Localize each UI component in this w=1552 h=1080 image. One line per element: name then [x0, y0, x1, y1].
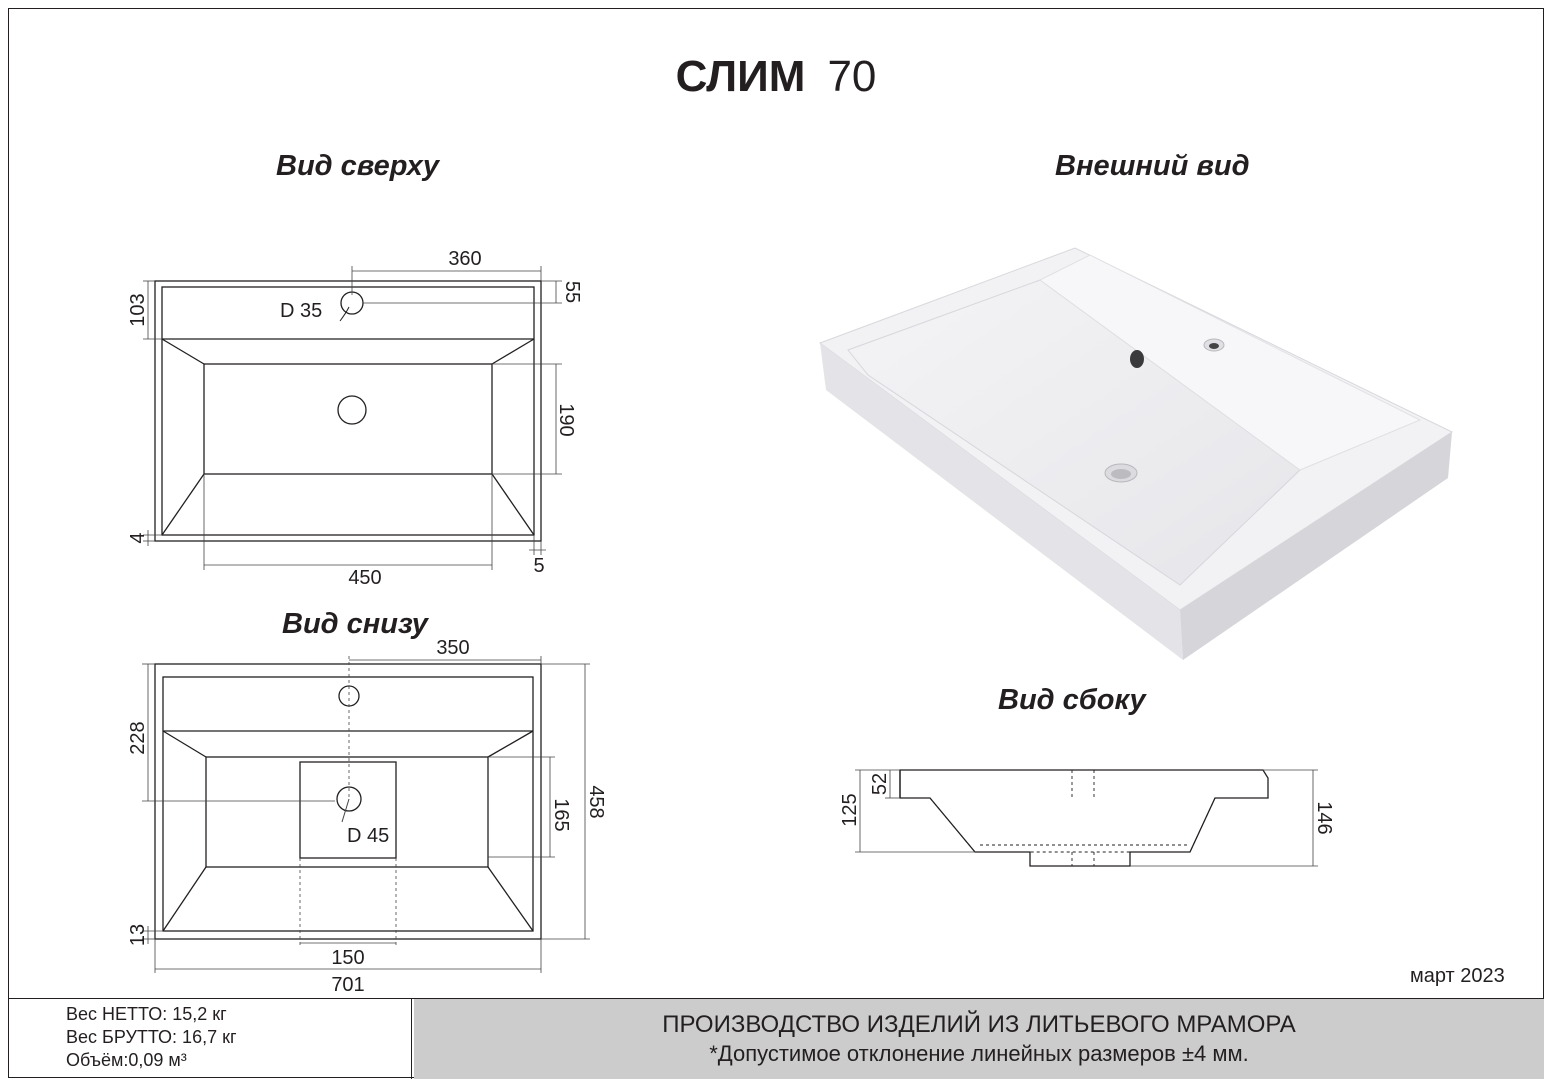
dim-165: 165 — [550, 798, 572, 831]
heading-bottom-view: Вид снизу — [282, 608, 428, 640]
side-view-drawing: 52 125 146 — [839, 769, 1335, 867]
dim-52: 52 — [869, 773, 891, 795]
dim-5: 5 — [533, 555, 544, 577]
dim-55: 55 — [561, 281, 583, 303]
spec-gross-weight: Вес БРУТТО: 16,7 кг — [66, 1027, 237, 1047]
spec-volume: Объём:0,09 м³ — [66, 1050, 187, 1070]
drain-hole-icon — [336, 786, 362, 812]
top-view-drawing: 360 D 35 55 103 190 4 5 450 — [127, 248, 583, 589]
product-title: СЛИМ 70 — [0, 52, 1552, 102]
banner-line-2: *Допустимое отклонение линейных размеров… — [709, 1041, 1249, 1066]
bottom-view-drawing: 350 228 458 165 D 45 13 150 701 — [127, 637, 607, 996]
banner-line-1: ПРОИЗВОДСТВО ИЗДЕЛИЙ ИЗ ЛИТЬЕВОГО МРАМОР… — [662, 1011, 1296, 1038]
dim-450: 450 — [348, 567, 381, 589]
exterior-render — [818, 247, 1454, 660]
tap-hole-icon — [340, 291, 364, 315]
dim-d45: D 45 — [347, 825, 389, 847]
product-name: СЛИМ — [675, 52, 806, 101]
dim-701: 701 — [331, 974, 364, 996]
dim-228: 228 — [127, 721, 149, 754]
heading-side-view: Вид сбоку — [998, 684, 1146, 716]
dim-125: 125 — [839, 793, 861, 826]
drain-hole-icon — [337, 395, 367, 425]
dim-103: 103 — [127, 293, 149, 326]
manufacturer-banner: ПРОИЗВОДСТВО ИЗДЕЛИЙ ИЗ ЛИТЬЕВОГО МРАМОР… — [414, 999, 1544, 1079]
dim-350: 350 — [436, 637, 469, 659]
dim-360: 360 — [448, 248, 481, 270]
heading-exterior-view: Внешний вид — [1055, 150, 1250, 182]
dim-13: 13 — [127, 924, 149, 946]
dim-4: 4 — [127, 532, 149, 543]
revision-date: март 2023 — [1410, 965, 1505, 987]
dim-190: 190 — [555, 403, 577, 436]
dim-d35: D 35 — [280, 300, 322, 322]
dim-146: 146 — [1313, 801, 1335, 834]
dim-458: 458 — [585, 785, 607, 818]
spec-block: Вес НЕТТО: 15,2 кг Вес БРУТТО: 16,7 кг О… — [8, 999, 412, 1079]
product-number: 70 — [827, 52, 877, 101]
heading-top-view: Вид сверху — [276, 150, 439, 182]
dim-150: 150 — [331, 947, 364, 969]
title-block: Вес НЕТТО: 15,2 кг Вес БРУТТО: 16,7 кг О… — [8, 998, 1544, 1079]
spec-net-weight: Вес НЕТТО: 15,2 кг — [66, 1004, 227, 1024]
